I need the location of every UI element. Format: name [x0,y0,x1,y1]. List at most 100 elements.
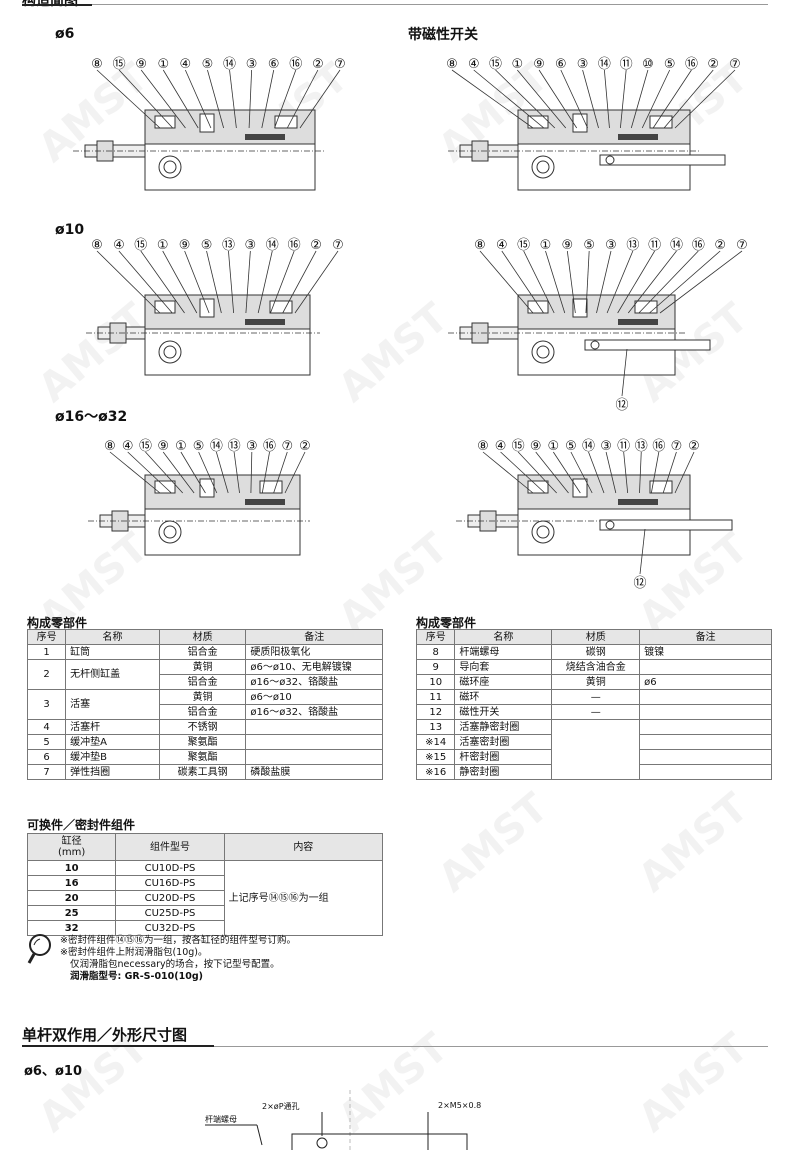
leader-line [659,250,743,314]
leader-line [215,451,229,494]
leader-line [229,69,237,129]
drawing-label-magnetic: 带磁性开关 [408,27,478,43]
mounting-hole-inner [536,160,550,174]
leader-line [588,451,605,494]
leader-line [603,69,610,129]
mounting-hole-inner [536,345,550,359]
kit-note-4: 润滑脂型号: GR-S-010(10g) [70,971,203,982]
table-cell: 缸筒 [65,644,160,660]
table-cell: 活塞 [65,689,160,720]
leader-line [638,250,699,314]
leader-line [538,69,578,129]
table-header: 备注 [639,629,772,645]
table-cell: 导向套 [454,659,553,675]
table-cell: 缓冲垫B [65,749,160,765]
leader-line [650,451,660,494]
table-cell: 黄铜 [158,659,247,675]
leader-line [585,250,590,314]
table-cell: 5 [26,734,67,750]
callout-16: ⑯ [263,439,276,454]
callout-14: ⑭ [670,238,683,253]
callout-4: ④ [468,57,480,72]
table-cell: 缓冲垫A [65,734,160,750]
dim-label-thread: 2×M5×0.8 [438,1101,482,1110]
callout-16: ⑯ [692,238,705,253]
leader-line [552,451,581,494]
callout-8: ⑧ [477,439,489,454]
callout-15: ⑮ [512,439,525,454]
leader-line [127,451,172,494]
callout-2: ② [688,439,700,454]
table-cell [639,659,772,675]
table-cell: CU16D-PS [115,875,225,891]
callout-2: ② [299,439,311,454]
callout-5: ⑤ [583,238,595,253]
table-cell [639,704,772,720]
leader-line [639,451,642,494]
table-cell: 3 [26,689,67,720]
callout-16: ⑯ [288,238,301,253]
callout-9: ⑨ [135,57,147,72]
callout-11: ⑪ [617,439,630,454]
table-cell: ø16～ø32、铬酸盐 [245,704,383,720]
section2-subtitle: ø6、ø10 [24,1064,82,1079]
parts-right-title: 构成零部件 [416,616,477,630]
table-cell: 7 [26,764,67,780]
mounting-hole [531,155,555,179]
leader-line [184,250,210,314]
callout-6: ⑥ [268,57,280,72]
leader-line [109,451,161,494]
inner-part [649,480,673,494]
leader-line [606,250,634,314]
callout-4: ④ [122,439,134,454]
table-cell [551,719,641,780]
leader-line [560,69,588,129]
mounting-hole [158,155,182,179]
piston-seal [618,499,658,505]
callout-8: ⑧ [91,57,103,72]
piston-seal [618,319,658,325]
table-cell: 20 [26,890,117,906]
table-cell: 4 [26,719,67,735]
callout-14: ⑭ [598,57,611,72]
leader-line [674,451,695,494]
kits-header: 组件型号 [115,833,225,861]
table-cell: 镀镍 [639,644,772,660]
table-cell: ø16～ø32、铬酸盐 [245,674,383,690]
table-cell: 无杆侧缸盖 [65,659,160,690]
table-cell: 静密封圈 [454,764,553,780]
cylinder-body [144,328,311,376]
kits-content-cell: 上记序号⑭⑮⑯为一组 [223,860,384,936]
leader-line [184,69,212,129]
callout-3: ③ [245,238,257,253]
table-cell: ø6～ø10 [245,689,383,705]
inner-part [269,300,293,314]
leader-line [206,250,222,314]
kit-note-3: 仅润滑脂包necessary的场合，按下记型号配置。 [70,959,280,970]
leader-line [228,250,235,314]
callout-5: ⑤ [202,57,214,72]
kits-title: 可换件／密封件组件 [27,818,136,832]
callout-13: ⑬ [228,439,241,454]
callout-14: ⑭ [582,439,595,454]
table-cell: 杆端螺母 [454,644,553,660]
table-cell [639,734,772,750]
table-cell: 碳素工具钢 [158,764,247,780]
section2-header: 单杆双作用／外形尺寸图 [22,1026,188,1044]
piston-seal [245,499,285,505]
header-rule-top [22,4,92,6]
leader-line [495,69,556,129]
leader-line [162,69,199,129]
inner-part [274,115,298,129]
leader-line [248,69,253,129]
table-cell [245,719,383,735]
callout-9: ⑨ [562,238,574,253]
table-cell: 硬质阳极氧化 [245,644,383,660]
table-cell: 黄铜 [158,689,247,705]
